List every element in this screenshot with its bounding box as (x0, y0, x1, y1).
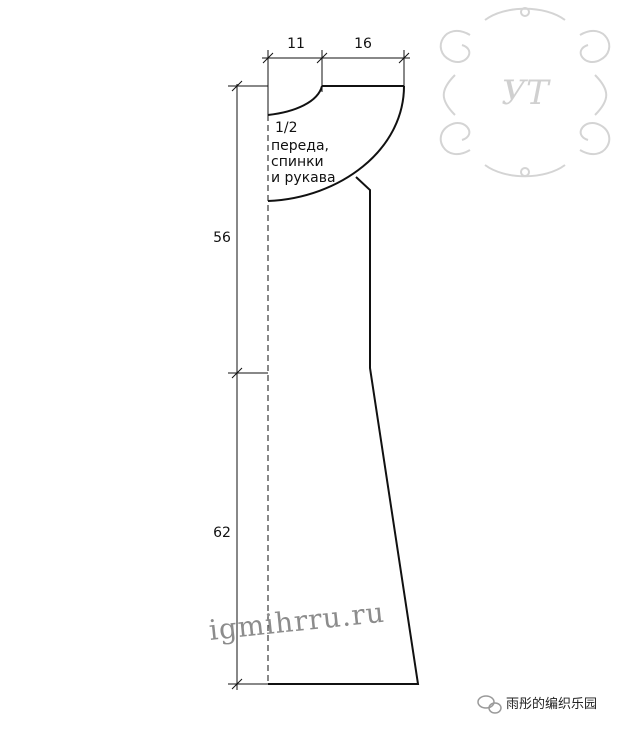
sleeve-edge-curve (267, 85, 405, 202)
dimension-top-right: 16 (354, 36, 372, 52)
watermark-text: igmihrru.ru (207, 596, 386, 647)
logo-text: УТ (501, 73, 551, 113)
piece-label-fraction: 1/2 (275, 120, 298, 136)
top-dimension (262, 50, 410, 118)
dimension-upper-height: 56 (213, 230, 231, 246)
piece-label-front: переда, (271, 138, 329, 154)
left-dimension (228, 80, 268, 690)
dimension-top-left: 11 (287, 36, 305, 52)
chat-bubble-icon (477, 695, 502, 714)
piece-label-back: спинки (271, 154, 324, 170)
logo-ornament (439, 7, 611, 178)
neckline-curve (267, 85, 323, 116)
side-seam-outline (268, 176, 420, 685)
piece-label-sleeve: и рукава (271, 170, 336, 186)
dimension-lower-height: 62 (213, 525, 231, 541)
footer-text: 雨彤的编织乐园 (506, 696, 597, 712)
